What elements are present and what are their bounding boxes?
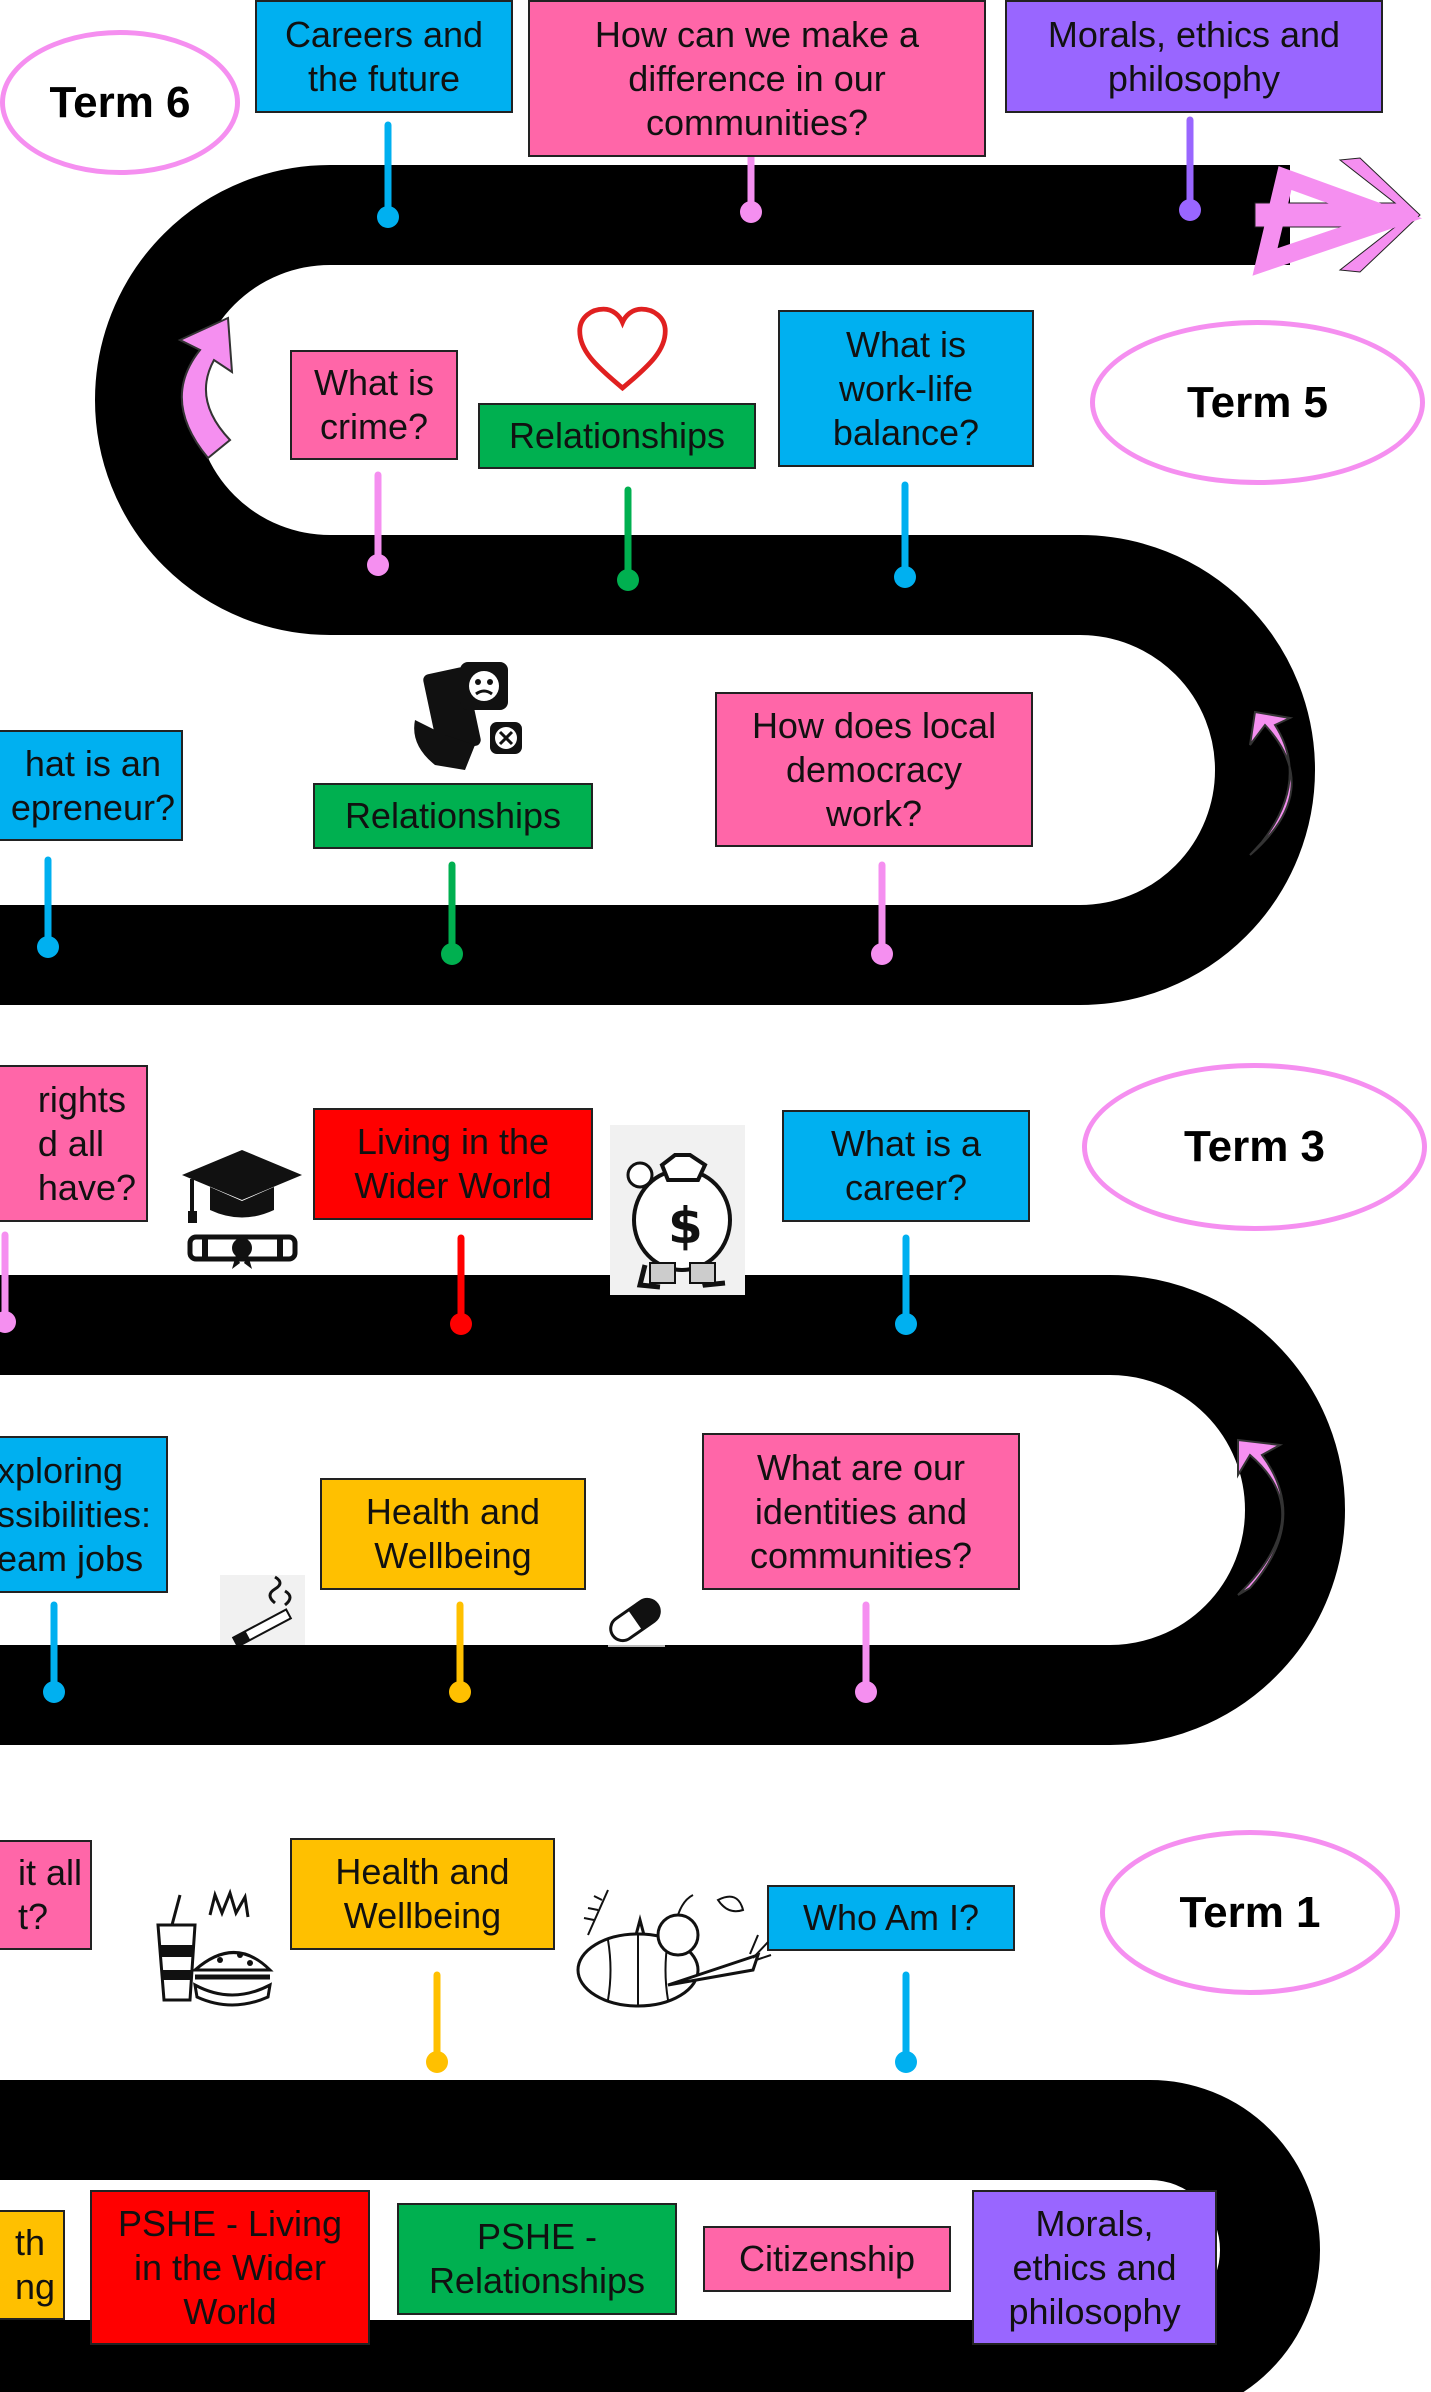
cigarette-icon (220, 1575, 305, 1645)
legend-citizenship: Citizenship (703, 2226, 951, 2292)
pill-icon (608, 1597, 665, 1647)
vegetables-icon (576, 1889, 772, 2008)
topic-morals-top[interactable]: Morals, ethics and philosophy (1005, 0, 1383, 113)
curve-arrow-icon (1249, 710, 1294, 856)
term-6-label: Term 6 (0, 30, 240, 175)
curve-arrow-icon (1237, 1438, 1285, 1596)
winding-road (0, 165, 1315, 1005)
winding-road (0, 1275, 1345, 1745)
legend-health-wellbeing: th ng (0, 2210, 65, 2320)
legend-living-wider-world: PSHE - Living in the Wider World (90, 2190, 370, 2345)
term-1-label: Term 1 (1100, 1830, 1400, 1995)
legend-morals-ethics: Morals, ethics and philosophy (972, 2190, 1217, 2345)
topic-local-democracy[interactable]: How does local democracy work? (715, 692, 1033, 847)
svg-text:$: $ (668, 1197, 703, 1255)
phone-bully-icon (414, 662, 522, 770)
topic-what-is-career[interactable]: What is a career? (782, 1110, 1030, 1222)
topic-relationships-t5[interactable]: Relationships (478, 403, 756, 469)
topic-rights[interactable]: rights d all have? (0, 1065, 148, 1222)
money-bag-icon: $ (610, 1125, 745, 1295)
graduation-cap-icon (182, 1150, 302, 1269)
topic-living-wider-world[interactable]: Living in the Wider World (313, 1108, 593, 1220)
topic-health-wellbeing-t2[interactable]: Health and Wellbeing (320, 1478, 586, 1590)
topic-exploring-possibilities[interactable]: xploring ssibilities: eam jobs (0, 1436, 168, 1593)
topic-entrepreneur[interactable]: hat is an epreneur? (0, 730, 183, 841)
topic-relationships-t4[interactable]: Relationships (313, 783, 593, 849)
curve-arrow-icon (177, 316, 234, 460)
topic-health-wellbeing-t1[interactable]: Health and Wellbeing (290, 1838, 555, 1950)
topic-fit-all[interactable]: it all t? (0, 1840, 92, 1950)
term-3-label: Term 3 (1082, 1063, 1427, 1231)
winding-road (0, 2080, 1320, 2392)
topic-work-life-balance[interactable]: What is work-life balance? (778, 310, 1034, 467)
direction-arrow-icon (1252, 157, 1423, 276)
topic-who-am-i[interactable]: Who Am I? (767, 1885, 1015, 1951)
fast-food-icon (156, 1888, 274, 2007)
topic-careers-future[interactable]: Careers and the future (255, 0, 513, 113)
term-5-label: Term 5 (1090, 320, 1425, 485)
topic-make-difference[interactable]: How can we make a difference in our comm… (528, 0, 986, 157)
topic-identities[interactable]: What are our identities and communities? (702, 1433, 1020, 1590)
topic-crime[interactable]: What is crime? (290, 350, 458, 460)
heart-icon (577, 306, 668, 392)
legend-relationships: PSHE - Relationships (397, 2203, 677, 2315)
